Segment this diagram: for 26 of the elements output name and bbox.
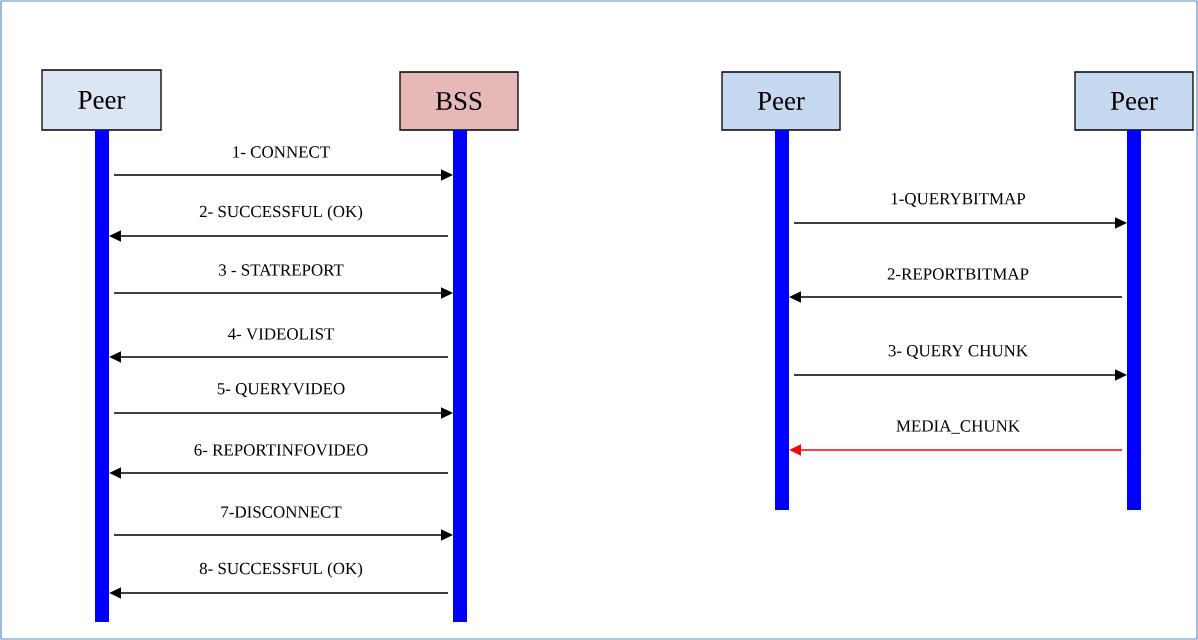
edge-label: 1- CONNECT bbox=[233, 146, 330, 158]
edge-label: 3- QUERY CHUNK bbox=[888, 345, 1028, 359]
arrow bbox=[113, 529, 453, 541]
edge-label: 2-REPORTBITMAP bbox=[887, 268, 1029, 280]
edge-label: 8- SUCCESSFUL (OK) bbox=[199, 562, 363, 578]
participant-box: Peer bbox=[41, 69, 162, 131]
lifeline-bar bbox=[95, 130, 109, 622]
participant-box: BSS bbox=[399, 71, 519, 131]
arrow bbox=[113, 407, 453, 419]
edge-label: 3 - STATREPORT bbox=[219, 264, 344, 276]
participant-box: Peer bbox=[1074, 71, 1194, 131]
arrow bbox=[113, 287, 453, 299]
edge-label: 6- REPORTINFOVIDEO bbox=[194, 444, 368, 456]
edge-label: MEDIA_CHUNK bbox=[896, 420, 1020, 434]
arrow bbox=[789, 444, 1123, 456]
edge-label: 5- QUERYVIDEO bbox=[217, 383, 345, 397]
lifeline-bar bbox=[453, 130, 467, 622]
lifeline-bar bbox=[775, 130, 789, 510]
arrow bbox=[789, 291, 1123, 303]
edge-label: 7-DISCONNECT bbox=[221, 506, 342, 518]
edge-label: 1-QUERYBITMAP bbox=[891, 193, 1026, 207]
lifeline-bar bbox=[1127, 130, 1141, 510]
edge-label: 4- VIDEOLIST bbox=[227, 328, 335, 340]
arrow bbox=[113, 169, 453, 181]
participant-box: Peer bbox=[721, 71, 841, 131]
edge-label: 2- SUCCESSFUL (OK) bbox=[199, 205, 363, 221]
